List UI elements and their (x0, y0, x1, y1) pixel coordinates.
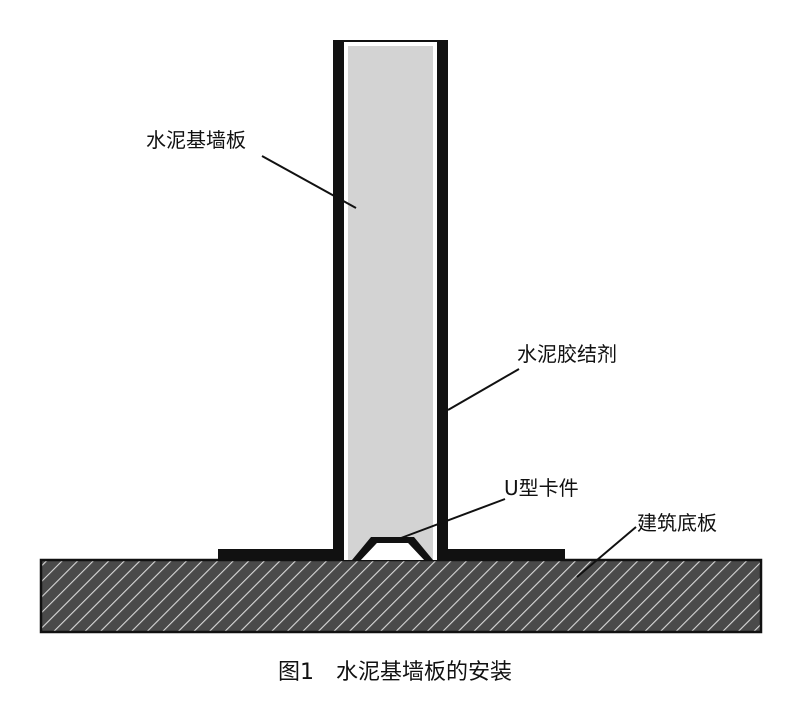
leader-line-adhesive (447, 368, 520, 411)
leader-line-floor-slab (576, 526, 637, 578)
label-u-clip: U型卡件 (504, 476, 579, 500)
leader-line-wall-board (261, 155, 357, 209)
label-cement-wall-board: 水泥基墙板 (146, 128, 246, 152)
adhesive-base-left (218, 549, 345, 560)
adhesive-base-right (440, 549, 565, 560)
wall-board (348, 46, 433, 560)
u-clip (352, 537, 433, 560)
u-clip-inner (361, 543, 424, 560)
label-building-floor-slab: 建筑底板 (637, 511, 717, 535)
leader-line-u-clip (400, 498, 506, 539)
label-cement-adhesive: 水泥胶结剂 (517, 342, 617, 366)
floor-slab (39, 558, 763, 634)
figure-caption: 图1 水泥基墙板的安装 (278, 660, 512, 685)
